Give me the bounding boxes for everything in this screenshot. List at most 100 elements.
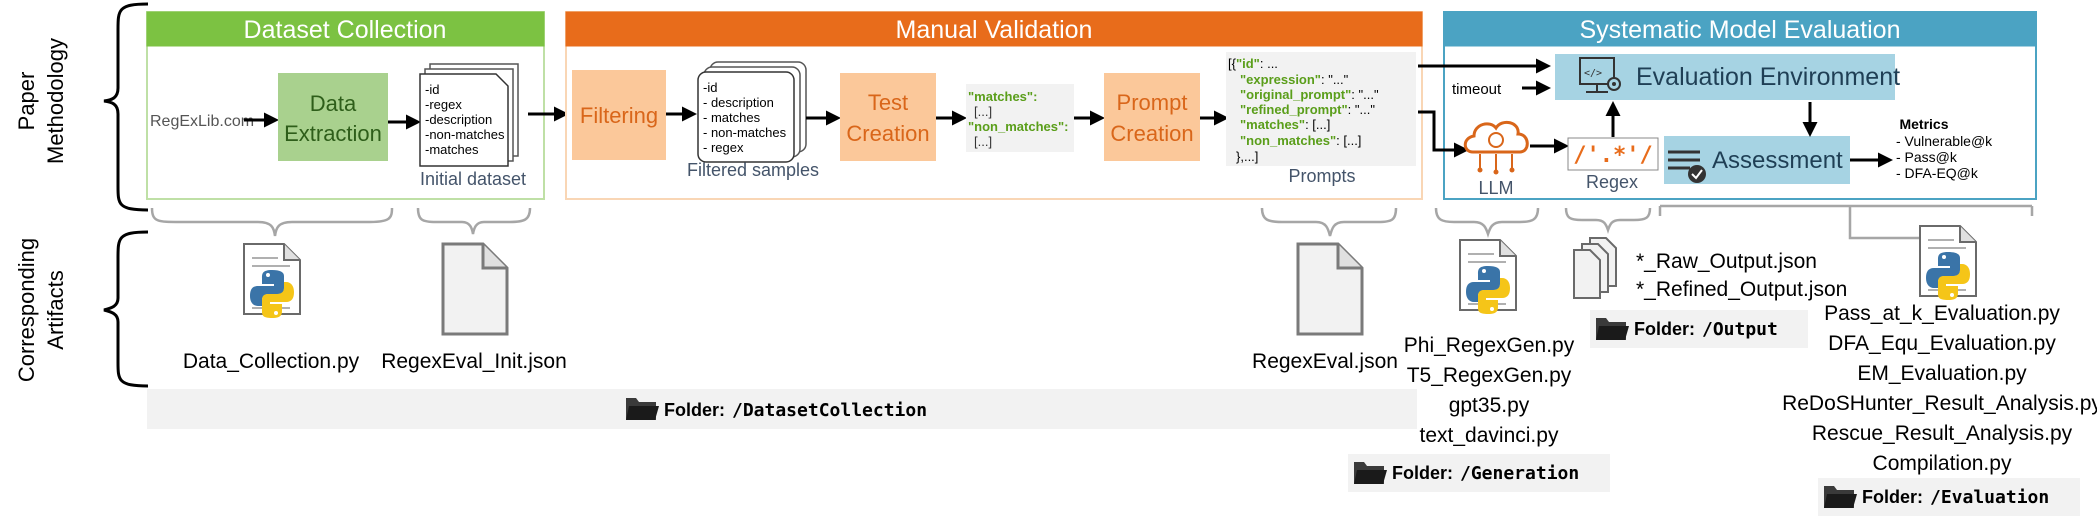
initial-field-id: -id xyxy=(425,82,439,97)
non-matches-key: "non_matches": xyxy=(968,119,1068,134)
metric-vulnerable: - Vulnerable@k xyxy=(1896,133,1993,149)
paper-label-line1: Paper xyxy=(14,72,39,131)
folder-evaluation-path: /Evaluation xyxy=(1930,487,2049,508)
filtered-field-description: - description xyxy=(703,95,774,110)
artifact-pass-at-k: Pass_at_k_Evaluation.py xyxy=(1824,302,2060,325)
artifact-t5-regexgen: T5_RegexGen.py xyxy=(1407,364,1572,387)
folder-evaluation: Folder: /Evaluation xyxy=(1818,478,2080,516)
artifact-raw-output: *_Raw_Output.json xyxy=(1636,250,1817,273)
artifact-rescue: Rescue_Result_Analysis.py xyxy=(1812,422,2073,445)
artifact-data-collection-py: Data_Collection.py xyxy=(183,350,360,373)
prompt-json-line2: "expression": "..." xyxy=(1240,72,1349,87)
prompt-json-line4: "refined_prompt": "..." xyxy=(1240,102,1375,117)
systematic-evaluation-title: Systematic Model Evaluation xyxy=(1580,16,1901,44)
arrow-prompts-to-llm xyxy=(1418,110,1469,158)
row-label-paper-methodology: Paper Methodology xyxy=(14,38,68,164)
artifact-text-davinci: text_davinci.py xyxy=(1420,424,1559,447)
folder-evaluation-bar xyxy=(1818,478,2080,516)
metric-pass: - Pass@k xyxy=(1896,149,1958,165)
data-extraction-line2: Extraction xyxy=(284,121,382,146)
initial-field-non-matches: -non-matches xyxy=(425,127,505,142)
artifacts-label-line2: Artifacts xyxy=(43,270,68,349)
metrics-title: Metrics xyxy=(1899,116,1948,132)
svg-text:</>: </> xyxy=(1584,68,1602,79)
regex-box xyxy=(1567,137,1659,171)
prompts-caption: Prompts xyxy=(1288,166,1355,186)
prompt-json-line3: "original_prompt": "..." xyxy=(1240,87,1379,102)
regexeval-json-icon xyxy=(1296,242,1364,336)
regex-glyph: /'.*'/ xyxy=(1573,143,1652,168)
folder-generation-prefix: Folder: xyxy=(1392,463,1453,483)
timeout-label: timeout xyxy=(1452,81,1502,98)
folder-evaluation-prefix: Folder: xyxy=(1862,487,1923,507)
dataset-collection-title: Dataset Collection xyxy=(244,16,447,44)
artifact-gpt35: gpt35.py xyxy=(1449,394,1530,417)
folder-output: Folder: /Output xyxy=(1590,310,1808,348)
folder-generation-bar xyxy=(1348,454,1610,492)
systematic-evaluation-header xyxy=(1443,11,2037,47)
monitor-gear-icon: </> xyxy=(1579,57,1621,93)
brace-regex xyxy=(1564,207,1652,234)
folder-dataset-path: /DatasetCollection xyxy=(732,400,927,421)
data-extraction-line1: Data xyxy=(310,91,357,116)
artifacts-label-line1: Corresponding xyxy=(14,238,39,382)
assessment-label: Assessment xyxy=(1712,147,1843,174)
regex-caption: Regex xyxy=(1586,172,1638,192)
data-extraction-box xyxy=(278,73,388,161)
folder-dataset-bar xyxy=(147,389,1417,429)
brace-methodology xyxy=(103,2,149,212)
regexeval-init-json-icon xyxy=(441,242,509,336)
evaluation-environment-box xyxy=(1555,54,1895,100)
manual-validation-header xyxy=(565,11,1423,47)
folder-output-path: /Output xyxy=(1702,319,1778,340)
prompt-json-line5: "matches": [...] xyxy=(1240,117,1330,132)
section-dataset-collection: Dataset Collection RegExLib.com Data Ext… xyxy=(146,11,569,200)
filtered-samples-doc-icon xyxy=(697,61,807,163)
filtered-field-id: -id xyxy=(703,80,717,95)
test-creation-line1: Test xyxy=(868,90,908,115)
assessment-check-icon xyxy=(1668,150,1706,183)
prompt-creation-box xyxy=(1104,73,1200,161)
non-matches-value: [...] xyxy=(974,134,992,149)
section-manual-validation: Manual Validation Filtering -id - descri… xyxy=(565,11,1423,200)
generation-py-icon xyxy=(1459,239,1517,315)
paper-label-line2: Methodology xyxy=(43,38,68,164)
metric-dfa-eq: - DFA-EQ@k xyxy=(1896,165,1979,181)
artifact-redoshunter: ReDoSHunter_Result_Analysis.py xyxy=(1782,392,2097,415)
filtered-field-non-matches: - non-matches xyxy=(703,125,787,140)
prompt-json-line6: "non_matches": [...] xyxy=(1240,133,1361,148)
matches-key: "matches": xyxy=(968,89,1037,104)
initial-dataset-doc-icon xyxy=(419,63,519,167)
folder-dataset-collection: Folder: /DatasetCollection xyxy=(147,389,1417,429)
test-creation-line2: Creation xyxy=(846,121,929,146)
initial-field-matches: -matches xyxy=(425,142,479,157)
folder-dataset-prefix: Folder: xyxy=(664,400,725,420)
initial-field-description: -description xyxy=(425,112,492,127)
output-files-stack-icon xyxy=(1573,237,1617,299)
artifact-refined-output: *_Refined_Output.json xyxy=(1636,278,1847,301)
matches-value: [...] xyxy=(974,104,992,119)
test-creation-box xyxy=(840,73,936,161)
artifact-regexeval-init-json: RegexEval_Init.json xyxy=(381,350,567,373)
brace-prompts xyxy=(1260,207,1398,237)
artifact-regexeval-json: RegexEval.json xyxy=(1252,350,1398,373)
prompts-json-box xyxy=(1226,52,1416,166)
brace-assessment xyxy=(1658,204,2034,250)
folder-generation: Folder: /Generation xyxy=(1348,454,1610,492)
evaluation-py-icon xyxy=(1919,225,1977,301)
folder-output-prefix: Folder: xyxy=(1634,319,1695,339)
filtering-box xyxy=(572,70,666,160)
llm-cloud-icon xyxy=(1463,120,1529,175)
prompt-creation-line1: Prompt xyxy=(1117,90,1188,115)
llm-caption: LLM xyxy=(1478,178,1513,198)
brace-data-collection xyxy=(150,207,394,237)
filtered-field-regex: - regex xyxy=(703,140,744,155)
initial-dataset-caption: Initial dataset xyxy=(420,169,526,189)
brace-artifacts xyxy=(103,230,149,388)
manual-validation-title: Manual Validation xyxy=(896,16,1093,44)
row-label-artifacts: Corresponding Artifacts xyxy=(14,238,68,382)
regexlib-source: RegExLib.com xyxy=(150,113,254,130)
prompt-creation-line2: Creation xyxy=(1110,121,1193,146)
